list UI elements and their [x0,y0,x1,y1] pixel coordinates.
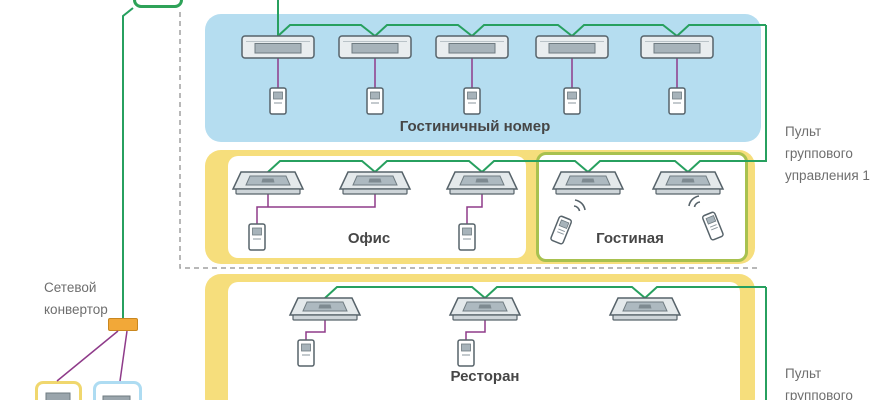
network-converter-label-line: конвертор [44,302,108,317]
partial-zone-bottom-left-1 [35,381,82,400]
group-control-1-label-line: группового [785,146,853,161]
group-control-2-label-line: Пульт [785,366,822,381]
partial-device-box-top [133,0,183,8]
group-control-2-label: Пульт группового [785,363,853,400]
group-control-2-label-line: группового [785,388,853,400]
converter-branch-lines [56,330,128,382]
group-control-1-label: Пульт группового управления 1 [785,121,870,187]
zone-label-office: Офис [347,230,391,247]
network-trunk-line [122,7,134,318]
network-converter-label-line: Сетевой [44,280,97,295]
group-control-1-label-line: Пульт [785,124,822,139]
group-control-1-label-line: управления 1 [785,168,870,183]
zone-label-restaurant: Ресторан [450,368,520,385]
zone-label-hotel-room: Гостиничный номер [399,118,551,135]
network-converter-label: Сетевой конвертор [44,277,108,321]
partial-zone-bottom-left-2 [93,381,142,400]
network-converter-box [108,318,138,331]
zone-label-living-room: Гостиная [596,230,664,247]
